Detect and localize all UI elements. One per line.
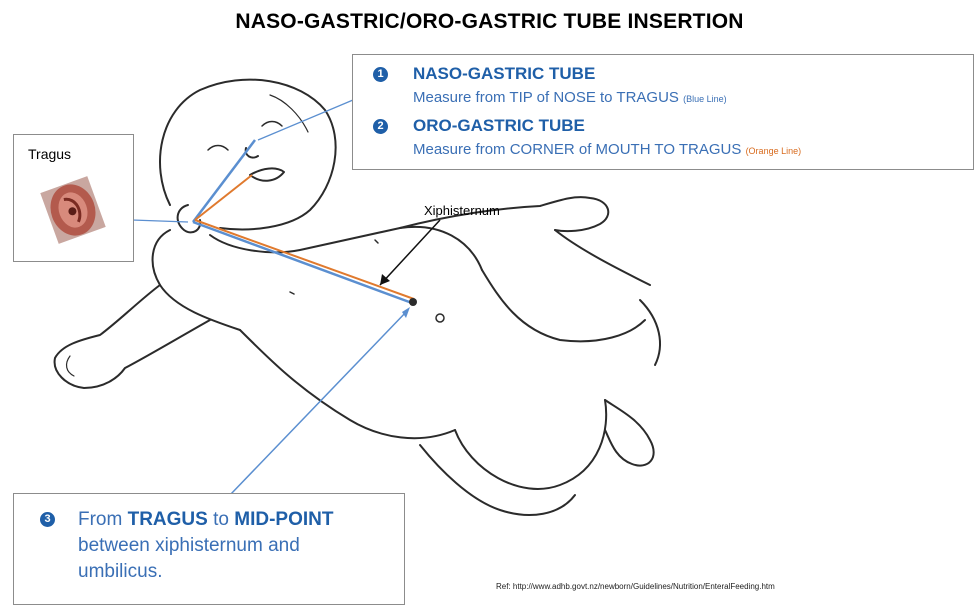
blue-line-tragus-to-midpoint — [193, 222, 412, 303]
midpoint-marker — [409, 298, 417, 306]
step-2-badge: 2 — [373, 119, 388, 134]
left-arm — [55, 285, 210, 388]
reference-citation: Ref: http://www.adhb.govt.nz/newborn/Gui… — [496, 582, 775, 591]
ear-photo — [38, 175, 108, 245]
orange-line-note: (Orange Line) — [746, 146, 802, 156]
step-1-badge: 1 — [373, 67, 388, 82]
tragus-inset-box: Tragus — [13, 134, 134, 262]
oro-gastric-description: Measure from CORNER of MOUTH TO TRAGUS (… — [413, 141, 801, 158]
foot — [605, 400, 654, 466]
callout-line-to-nose — [258, 100, 353, 140]
naso-gastric-heading: NASO-GASTRIC TUBE — [413, 64, 595, 84]
blue-line-note: (Blue Line) — [683, 94, 727, 104]
xiphisternum-label: Xiphisternum — [424, 203, 500, 218]
step-3-text: From TRAGUS to MID-POINT between xiphist… — [78, 507, 388, 585]
callout-line-to-ear — [132, 220, 188, 222]
measurement-instructions-box: 1 NASO-GASTRIC TUBE Measure from TIP of … — [352, 54, 974, 170]
oro-gastric-heading: ORO-GASTRIC TUBE — [413, 116, 585, 136]
step-3-badge: 3 — [40, 512, 55, 527]
step-3-box: 3 From TRAGUS to MID-POINT between xiphi… — [13, 493, 405, 605]
tragus-label: Tragus — [28, 146, 71, 162]
step3-arrow — [230, 310, 408, 495]
naso-gastric-description: Measure from TIP of NOSE to TRAGUS (Blue… — [413, 89, 727, 106]
